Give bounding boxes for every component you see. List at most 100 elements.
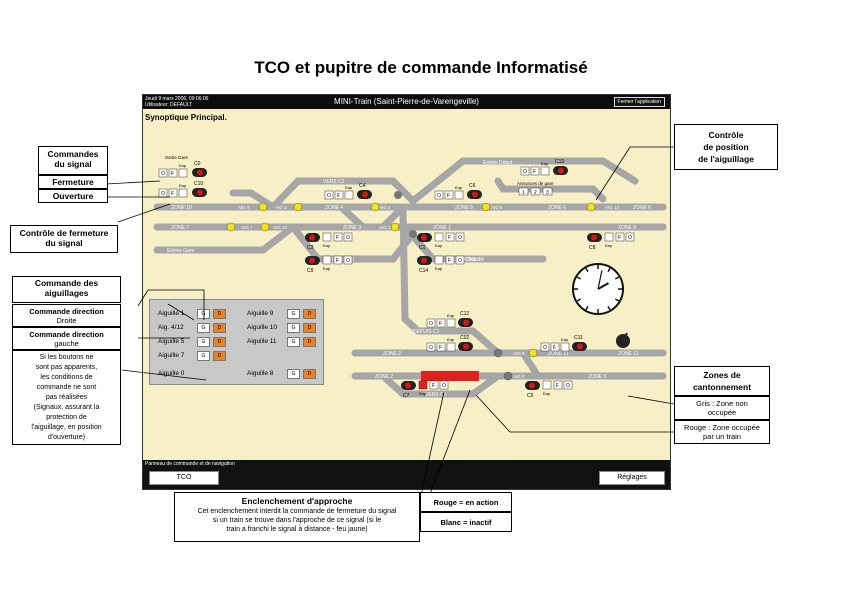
zone-2-label: ZONE 2 xyxy=(383,351,401,357)
aig4-g-button[interactable]: G xyxy=(197,323,210,333)
signal-group-c7: C7 Eap F O xyxy=(401,380,449,399)
c02-open-button[interactable] xyxy=(426,342,436,352)
track-vers-c2 xyxy=(269,177,417,211)
annonce-3-button[interactable] xyxy=(542,187,553,196)
c1-close-button[interactable] xyxy=(445,232,455,242)
aig-11-label: AIG 11 xyxy=(379,225,393,230)
c1-open-button[interactable] xyxy=(455,232,465,242)
c9-open-button[interactable] xyxy=(343,255,353,265)
c13-open-button[interactable] xyxy=(520,166,530,176)
c11-eap-label: Eap xyxy=(561,337,569,342)
aig-4-label: AIG 4 xyxy=(379,205,391,210)
zone-7-label: ZONE 7 xyxy=(171,225,189,231)
entree-depot-label: Entrée Dépot xyxy=(483,160,513,166)
aig1-d-button[interactable]: D xyxy=(213,309,226,319)
c8-open-button[interactable] xyxy=(625,232,635,242)
clock-tick xyxy=(614,298,620,302)
c5-close-button[interactable] xyxy=(553,380,563,390)
c10-close-button[interactable] xyxy=(168,188,178,198)
annot-controle-fermeture-l2: du signal xyxy=(45,238,83,248)
c6-open-button[interactable] xyxy=(434,190,444,200)
zone-11b-label: ZONE 11 xyxy=(618,351,639,357)
aig7-d-button[interactable]: D xyxy=(213,351,226,361)
c7-eap-label: Eap xyxy=(419,391,427,396)
c9-close-button[interactable] xyxy=(333,255,343,265)
boutons-note-line-6: (Signaux, assurant la xyxy=(33,404,100,411)
c12-close-button[interactable] xyxy=(436,318,446,328)
c14-close-button[interactable] xyxy=(445,255,455,265)
boutons-note-line-3: les conditions de xyxy=(40,374,93,381)
rotary-knob[interactable] xyxy=(616,332,630,348)
aig5-d-button[interactable]: D xyxy=(213,337,226,347)
c4-close-button[interactable] xyxy=(334,190,344,200)
aig-indicator-9 xyxy=(258,202,268,212)
c8-open-label: O xyxy=(628,235,632,241)
aig9-d-button[interactable]: D xyxy=(303,309,316,319)
c6-close-button[interactable] xyxy=(444,190,454,200)
aig-indicator-10 xyxy=(260,222,270,232)
annonce-2-button[interactable] xyxy=(530,187,541,196)
c10-eap-indicator xyxy=(178,188,188,198)
aig9-g-button[interactable]: G xyxy=(287,309,300,319)
c9-label: C9 xyxy=(307,268,314,274)
c7-label: C7 xyxy=(403,393,410,399)
c4-open-button[interactable] xyxy=(324,190,334,200)
c12-open-button[interactable] xyxy=(426,318,436,328)
zones-cant-l1: Zones de xyxy=(703,370,741,380)
aig10-d-button[interactable]: D xyxy=(303,323,316,333)
c13-red-light xyxy=(558,167,564,174)
aig-0-row: Aiguille 0 xyxy=(158,370,185,377)
aig-indicator-8 xyxy=(528,348,538,358)
aig11-d-button[interactable]: D xyxy=(303,337,316,347)
aiguillage-panel: Aiguille 1 Aig. 4/12 Aiguille 5 Aiguille… xyxy=(149,299,324,385)
aig5-g-button[interactable]: G xyxy=(197,337,210,347)
zone-10-label: ZONE 10 xyxy=(171,205,192,211)
c5-label: C5 xyxy=(527,393,534,399)
annot-gris: Gris : Zone non occupée xyxy=(674,396,770,420)
c8-close-button[interactable] xyxy=(615,232,625,242)
aig4-d-button[interactable]: D xyxy=(213,323,226,333)
boutons-note-line-9: d'ouverture) xyxy=(47,434,86,441)
c0-close-button[interactable] xyxy=(168,168,178,178)
aig7-g-button[interactable]: G xyxy=(197,351,210,361)
c14-eap-indicator xyxy=(434,255,444,265)
aig11-g-button[interactable]: G xyxy=(287,337,300,347)
annonce-1-button[interactable] xyxy=(518,187,529,196)
close-app-button[interactable]: Fermer l'application xyxy=(613,97,665,107)
knob-pointer xyxy=(622,332,628,342)
c14-open-button[interactable] xyxy=(455,255,465,265)
c13-close-button[interactable] xyxy=(530,166,540,176)
c11-close-button[interactable] xyxy=(550,342,560,352)
aig1-g-button[interactable]: G xyxy=(197,309,210,319)
c7-open-button[interactable] xyxy=(439,380,449,390)
c6-open-label: O xyxy=(437,193,441,199)
c12-red-light xyxy=(463,319,469,326)
c13-close-label: F xyxy=(533,169,536,175)
zone-12-label: ZONE 12 xyxy=(531,173,552,179)
c3-open-button[interactable] xyxy=(343,232,353,242)
c7-close-button[interactable] xyxy=(429,380,439,390)
bottom-panel-label: Panneau de commande et de navigation xyxy=(145,461,235,467)
aig-9-label: AIG 9 xyxy=(238,205,250,210)
reglages-button[interactable]: Réglages xyxy=(599,471,665,485)
aig8-d-button[interactable]: D xyxy=(303,369,316,379)
aig8-g-button[interactable]: G xyxy=(287,369,300,379)
aig-indicator-5 xyxy=(481,202,491,212)
aig-indicator-1 xyxy=(293,202,303,212)
c02-open-label: O xyxy=(429,345,433,351)
tco-button[interactable]: TCO xyxy=(149,471,219,485)
clock-minute-hand xyxy=(597,270,603,290)
c0-open-button[interactable] xyxy=(158,168,168,178)
c10-close-label: F xyxy=(171,191,174,197)
aig10-g-button[interactable]: G xyxy=(287,323,300,333)
c0-label: C0 xyxy=(194,161,201,167)
annot-rouge-action: Rouge = en action xyxy=(420,492,512,512)
c5-open-button[interactable] xyxy=(563,380,573,390)
c0-eap-indicator xyxy=(178,168,188,178)
c7-close-label: F xyxy=(432,383,435,389)
c11-open-button[interactable] xyxy=(540,342,550,352)
c3-close-button[interactable] xyxy=(333,232,343,242)
c02-close-button[interactable] xyxy=(436,342,446,352)
signal-group-c6: O F Eap C6 xyxy=(434,183,482,200)
